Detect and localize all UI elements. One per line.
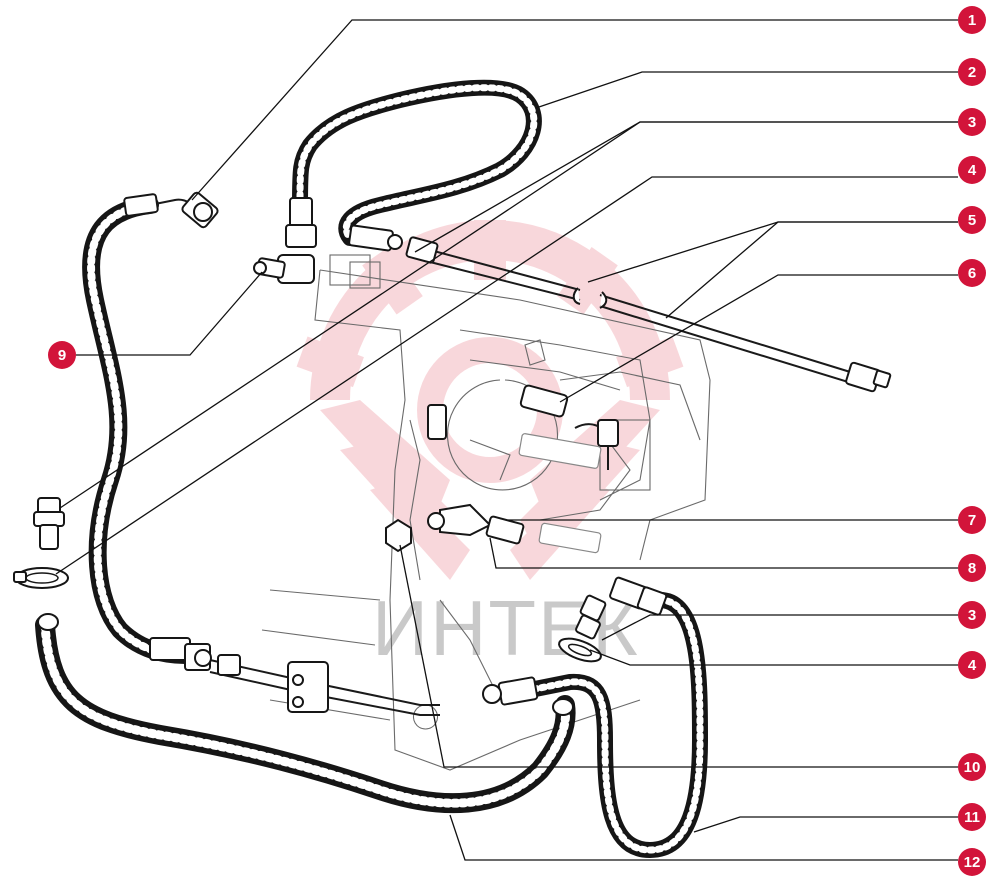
callout-6: 6 [958, 259, 986, 287]
svg-text:3: 3 [968, 607, 976, 624]
svg-text:6: 6 [968, 265, 976, 282]
plug-10 [385, 518, 412, 553]
svg-text:4: 4 [968, 162, 977, 179]
clamp-4-right [558, 637, 602, 663]
clamp-4-left [13, 567, 69, 589]
callout-11: 11 [958, 803, 986, 831]
callout-3-bottom: 3 [958, 601, 986, 629]
nipple-3-left [33, 497, 65, 550]
svg-text:9: 9 [58, 347, 66, 364]
svg-text:8: 8 [968, 560, 976, 577]
svg-text:11: 11 [964, 809, 980, 826]
callout-3-top: 3 [958, 108, 986, 136]
nipple-3-right [575, 594, 607, 640]
callout-5: 5 [958, 206, 986, 234]
callout-10: 10 [958, 753, 986, 781]
callout-4-bottom: 4 [958, 651, 986, 679]
fitting-8 [485, 515, 525, 545]
svg-text:4: 4 [968, 657, 977, 674]
callout-8: 8 [958, 554, 986, 582]
svg-text:3: 3 [968, 114, 976, 131]
fitting-6 [519, 384, 569, 418]
svg-text:1: 1 [968, 12, 976, 29]
svg-text:10: 10 [964, 759, 981, 776]
svg-text:5: 5 [968, 212, 976, 229]
fitting-7 [439, 503, 492, 537]
callout-2: 2 [958, 58, 986, 86]
svg-text:7: 7 [968, 512, 976, 529]
svg-text:12: 12 [964, 854, 981, 871]
callout-4-top: 4 [958, 156, 986, 184]
leader-lines [55, 19, 958, 861]
callout-7: 7 [958, 506, 986, 534]
callout-9: 9 [48, 341, 76, 369]
callout-12: 12 [958, 848, 986, 876]
svg-text:2: 2 [968, 64, 976, 81]
callout-1: 1 [958, 6, 986, 34]
